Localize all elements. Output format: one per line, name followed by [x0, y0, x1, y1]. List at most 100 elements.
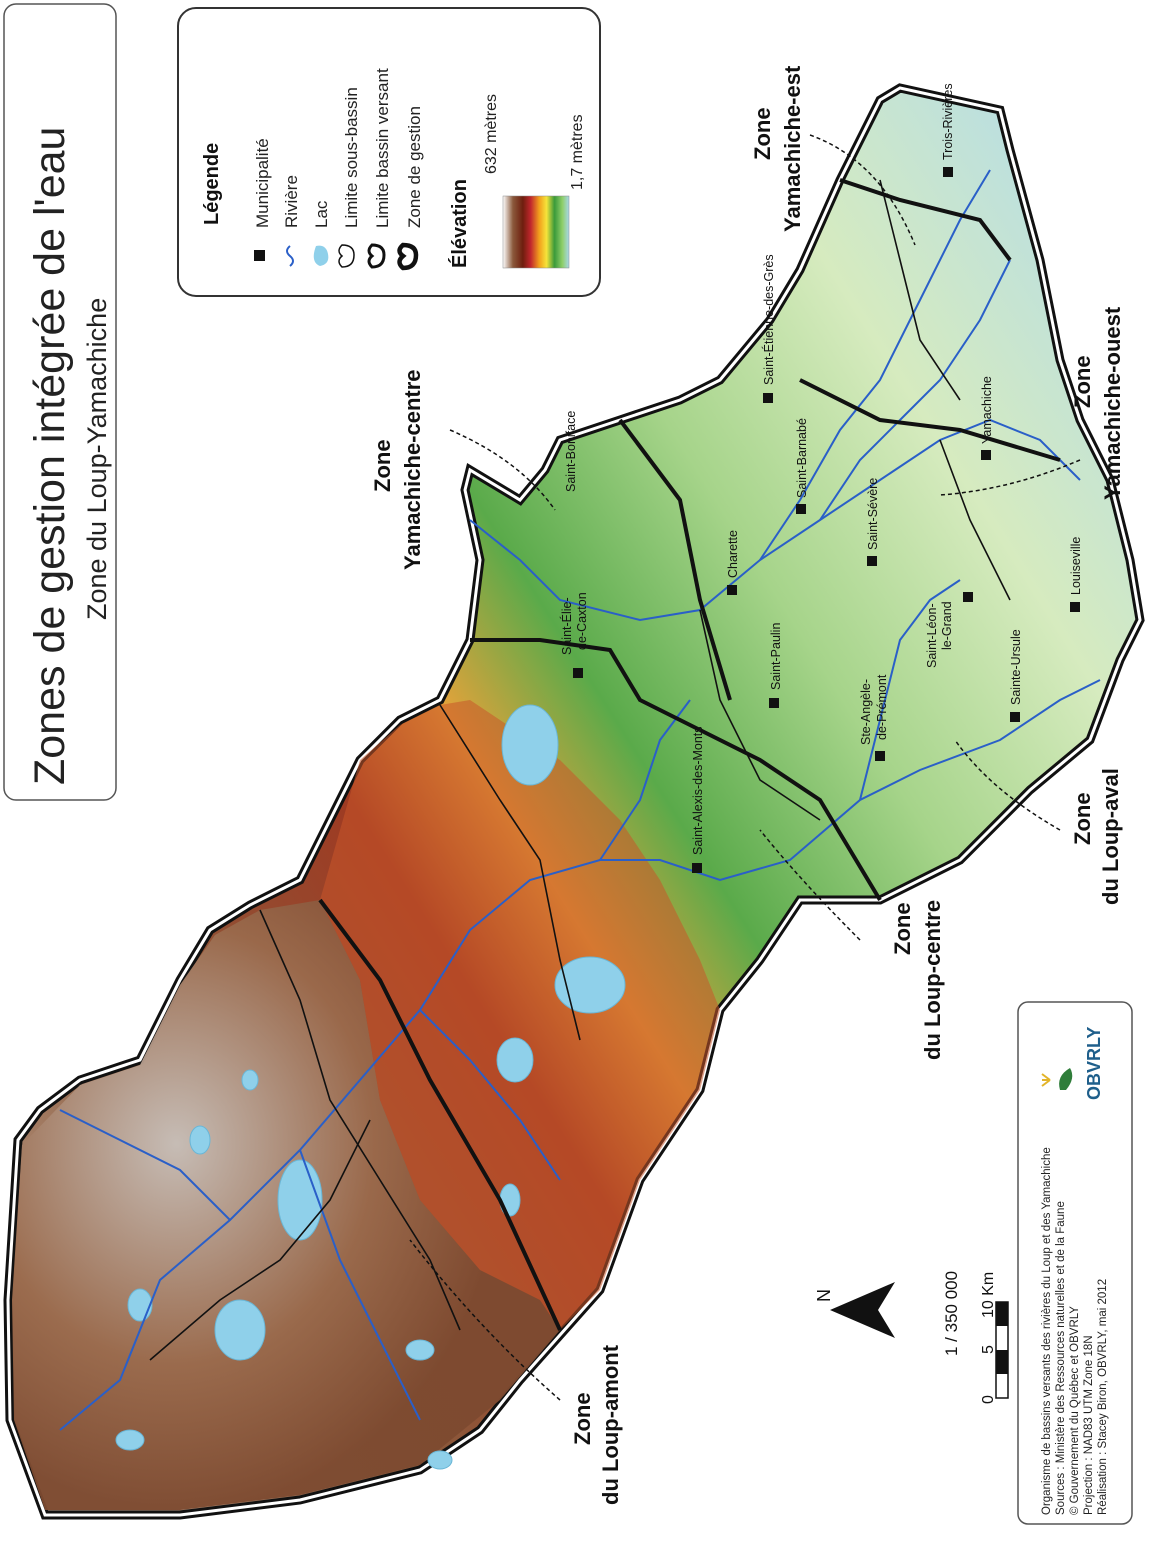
- zone-boundary: [618, 418, 732, 701]
- legend-item-watershed: Limite bassin versant: [367, 68, 392, 269]
- svg-text:Zone: Zone: [370, 439, 395, 492]
- scale-tick-10: 10 Km: [980, 1272, 997, 1318]
- subbasin-line: [149, 1119, 371, 1361]
- svg-text:de-Prémont: de-Prémont: [875, 674, 889, 740]
- svg-text:Saint-Élie-: Saint-Élie-: [559, 597, 574, 655]
- municipality-square-icon: [1010, 712, 1020, 722]
- svg-text:du Loup-amont: du Loup-amont: [598, 1344, 623, 1505]
- scale-tick-0: 0: [980, 1395, 997, 1404]
- svg-text:Zone: Zone: [570, 1392, 595, 1445]
- svg-text:Zone: Zone: [1070, 355, 1095, 408]
- elevation-max-label: 632 mètres: [483, 94, 500, 174]
- legend-label: Zone de gestion: [405, 106, 424, 228]
- municipality-square-icon: [769, 698, 779, 708]
- legend-item-subbasin: Limite sous-bassin: [338, 87, 361, 268]
- municipality-saint-etienne[interactable]: Saint-Étienne-des-Grès: [761, 254, 776, 403]
- subbasin-line: [879, 179, 961, 401]
- north-label: N: [814, 1289, 834, 1302]
- svg-text:Yamachiche-centre: Yamachiche-centre: [400, 369, 425, 570]
- svg-text:de-Caxton: de-Caxton: [575, 592, 589, 650]
- subbasin-line: [439, 704, 581, 1041]
- svg-text:le-Grand: le-Grand: [940, 601, 954, 650]
- scale-block: 1 / 350 000 0 5 10 Km: [942, 1271, 1009, 1404]
- svg-text:Zone: Zone: [1070, 792, 1095, 845]
- municipality-saint-alexis[interactable]: Saint-Alexis-des-Monts: [691, 726, 705, 873]
- svg-text:Yamachiche: Yamachiche: [980, 376, 994, 444]
- rivers: [59, 169, 1101, 1431]
- svg-text:Saint-Barnabé: Saint-Barnabé: [795, 418, 809, 498]
- subbasin-outline-icon: [338, 244, 355, 268]
- municipality-square-icon: [875, 751, 885, 761]
- lake: [501, 704, 559, 786]
- north-arrow-icon: [830, 1282, 895, 1338]
- zone-label-loup-amont: Zone du Loup-amont: [409, 1239, 623, 1505]
- municipality-louiseville[interactable]: Louiseville: [1069, 537, 1083, 612]
- municipality-square-icon: [763, 393, 773, 403]
- municipality-saint-leon[interactable]: Saint-Léon- le-Grand: [925, 592, 973, 668]
- municipality-saint-boniface[interactable]: Saint-Boniface: [564, 411, 578, 492]
- map-subtitle: Zone du Loup-Yamachiche: [82, 298, 112, 620]
- map-title: Zones de gestion intégrée de l'eau: [26, 127, 74, 785]
- lake: [554, 956, 626, 1014]
- scale-tick-5: 5: [980, 1345, 997, 1354]
- zone-label-loup-aval: Zone du Loup-aval: [954, 739, 1123, 905]
- scale-ratio: 1 / 350 000: [942, 1271, 961, 1356]
- river-tributary: [859, 579, 961, 801]
- svg-text:Saint-Sévère: Saint-Sévère: [866, 478, 880, 550]
- municipality-sainte-ursule[interactable]: Sainte-Ursule: [1009, 629, 1023, 722]
- svg-text:Saint-Étienne-des-Grès: Saint-Étienne-des-Grès: [761, 254, 776, 385]
- watershed-map: [3, 83, 1145, 1520]
- municipality-trois-rivieres[interactable]: Trois-Rivières: [941, 83, 955, 177]
- legend-label: Municipalité: [253, 138, 272, 228]
- lakes: [115, 704, 626, 1470]
- logo-sun-icon: [1041, 1073, 1051, 1087]
- lake: [496, 1037, 534, 1083]
- municipality-saint-barnabe[interactable]: Saint-Barnabé: [795, 418, 809, 514]
- municipality-yamachiche[interactable]: Yamachiche: [980, 376, 994, 460]
- zone-boundary: [470, 638, 701, 732]
- elevation-min-label: 1,7 mètres: [569, 114, 586, 190]
- municipality-ste-angele[interactable]: Ste-Angèle- de-Prémont: [859, 674, 889, 761]
- svg-text:Saint-Léon-: Saint-Léon-: [925, 603, 939, 668]
- zone-label-yamachiche-est: Zone Yamachiche-est: [750, 65, 916, 246]
- river-tributary: [599, 699, 691, 861]
- river-tributary: [819, 259, 1011, 521]
- municipality-saint-severe[interactable]: Saint-Sévère: [866, 478, 880, 566]
- subbasin-boundaries: [149, 179, 1011, 1361]
- svg-text:Yamachiche-ouest: Yamachiche-ouest: [1100, 306, 1125, 500]
- municipality-saint-elie[interactable]: Saint-Élie- de-Caxton: [559, 592, 589, 678]
- elevation-heading: Élévation: [448, 179, 471, 268]
- municipality-saint-paulin[interactable]: Saint-Paulin: [769, 623, 783, 708]
- obvrly-logo: OBVRLY: [1041, 1027, 1104, 1100]
- municipality-square-icon: [867, 556, 877, 566]
- svg-text:Charette: Charette: [726, 530, 740, 578]
- watershed-outline-icon: [367, 243, 386, 269]
- river-du-loup: [59, 679, 1101, 1431]
- management-zone-outline-icon: [397, 242, 419, 271]
- svg-text:du Loup-aval: du Loup-aval: [1098, 768, 1123, 905]
- management-zone-boundaries: [318, 178, 1061, 1331]
- lake-shape-icon: [313, 245, 329, 266]
- svg-text:Sainte-Ursule: Sainte-Ursule: [1009, 629, 1023, 705]
- lake: [427, 1450, 453, 1470]
- svg-text:Saint-Alexis-des-Monts: Saint-Alexis-des-Monts: [691, 726, 705, 855]
- legend-item-municipality: Municipalité: [253, 138, 272, 261]
- legend-box: Légende Municipalité Rivière Lac Limite …: [177, 7, 601, 297]
- legend-label: Lac: [312, 200, 331, 228]
- legend-label: Limite bassin versant: [373, 68, 392, 228]
- legend-item-management-zone: Zone de gestion: [397, 106, 424, 271]
- legend-item-lake: Lac: [312, 200, 331, 266]
- lake: [189, 1125, 211, 1155]
- municipality-charette[interactable]: Charette: [726, 530, 740, 595]
- north-arrow: N: [814, 1282, 895, 1338]
- svg-text:Yamachiche-est: Yamachiche-est: [780, 65, 805, 232]
- credit-line: Projection : NAD83 UTM Zone 18N: [1083, 1335, 1095, 1515]
- municipality-square-icon: [963, 592, 973, 602]
- logo-text: OBVRLY: [1084, 1027, 1104, 1100]
- zone-boundary: [318, 898, 562, 1331]
- municipality-square-icon: [796, 504, 806, 514]
- credits-box: Organisme de bassins versants des rivièr…: [1017, 1001, 1133, 1525]
- municipality-square-icon: [981, 450, 991, 460]
